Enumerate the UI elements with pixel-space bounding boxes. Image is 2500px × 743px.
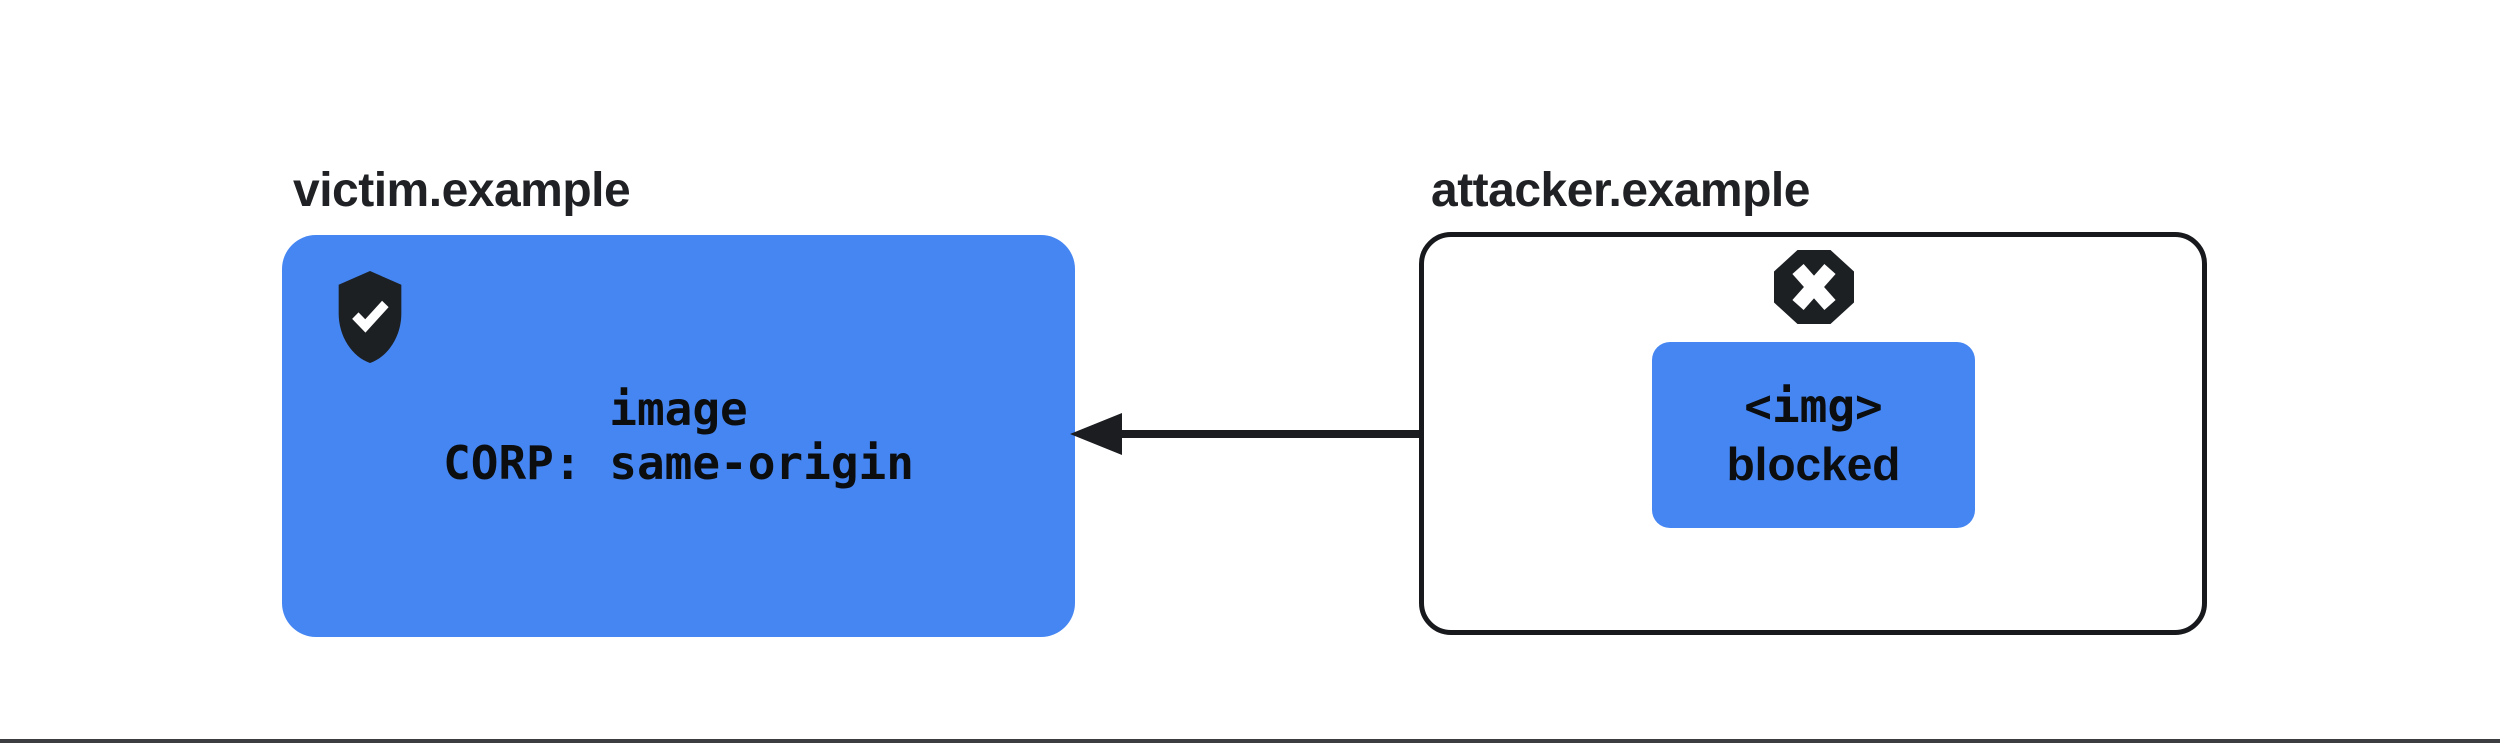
img-request-box: <img> blocked bbox=[1652, 342, 1975, 528]
blocked-label: blocked bbox=[1726, 438, 1901, 490]
shield-check-icon bbox=[338, 271, 402, 363]
resource-label-block: image CORP: same-origin bbox=[282, 235, 1075, 637]
victim-domain-label: victim.example bbox=[293, 164, 631, 217]
corp-header-label: CORP: same-origin bbox=[443, 436, 914, 490]
attacker-domain-label: attacker.example bbox=[1431, 164, 1810, 217]
img-tag-label: <img> bbox=[1744, 379, 1883, 433]
bottom-divider bbox=[0, 739, 2500, 743]
victim-resource-box: image CORP: same-origin bbox=[282, 235, 1075, 637]
blocked-x-icon bbox=[1774, 250, 1854, 324]
resource-type-label: image bbox=[609, 382, 748, 436]
